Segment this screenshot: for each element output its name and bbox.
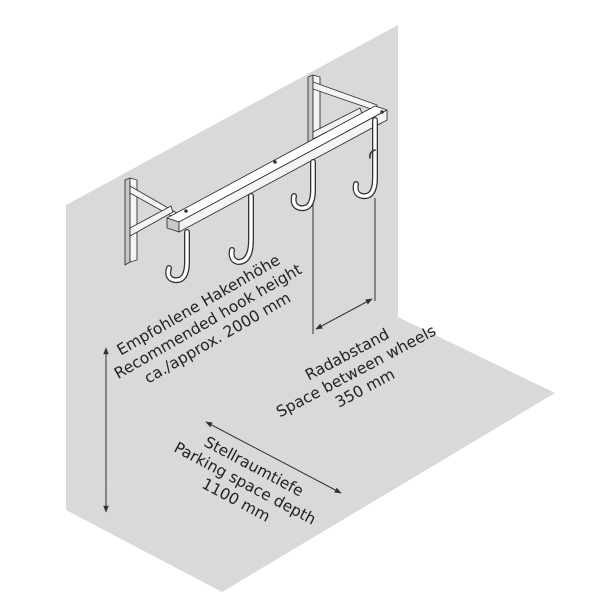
left-wall-bracket: [124, 177, 183, 266]
hook-1: [165, 229, 190, 284]
parking-depth-arrow: [205, 421, 342, 494]
hooks: [165, 117, 378, 284]
hook-4: [352, 117, 378, 200]
hook-2: [228, 193, 254, 266]
wheel-spacing-arrow: [315, 298, 373, 330]
rack-bar: [166, 105, 388, 233]
dimension-lines: [103, 198, 376, 513]
hook-3: [290, 159, 316, 212]
